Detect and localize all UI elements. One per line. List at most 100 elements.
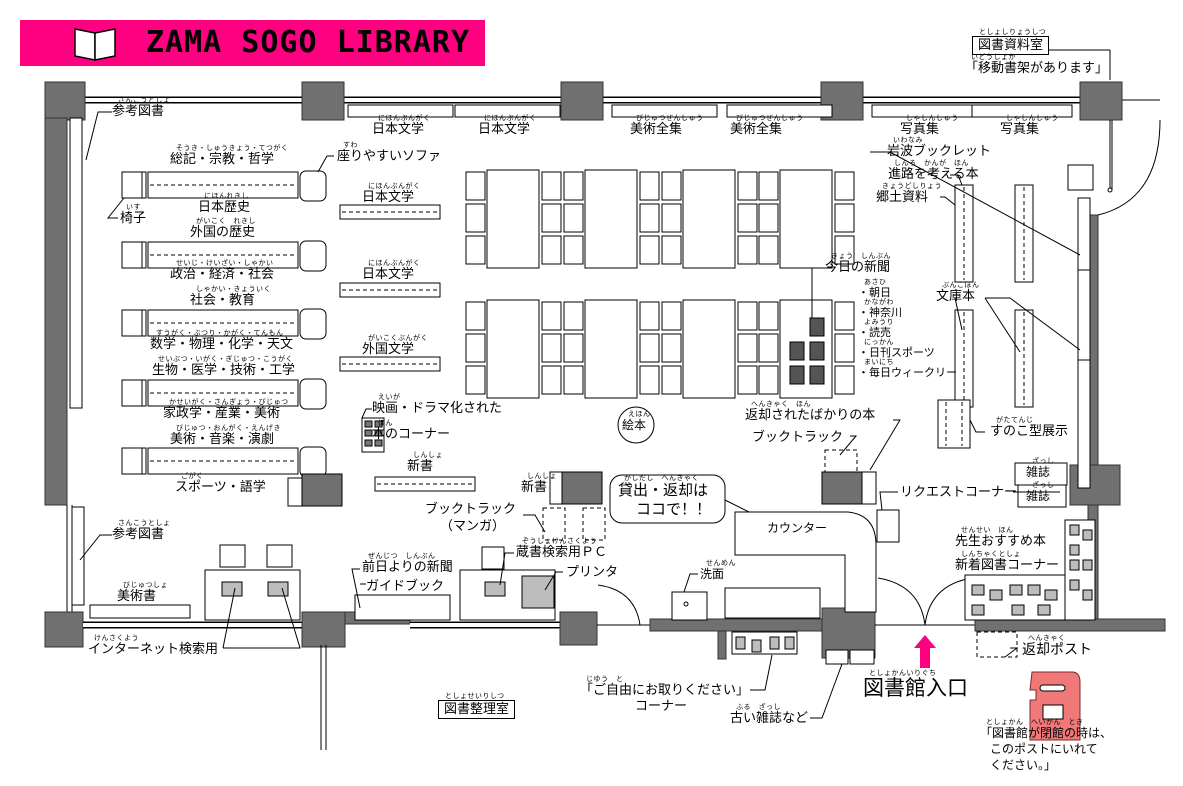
sofa bbox=[299, 308, 327, 340]
chair bbox=[121, 241, 143, 269]
eiga1-label: えいが映画・ドラマ化された bbox=[372, 394, 502, 416]
item bbox=[769, 636, 780, 650]
book bbox=[1069, 524, 1080, 536]
furigana: きょうどしりょう bbox=[882, 182, 942, 190]
chair bbox=[563, 203, 584, 233]
pillar bbox=[1079, 81, 1123, 121]
label-text: 図書整理室 bbox=[444, 702, 510, 717]
book bbox=[1009, 584, 1023, 596]
chair bbox=[639, 301, 660, 331]
open-book-icon bbox=[74, 28, 116, 61]
leader-line bbox=[810, 663, 843, 719]
furigana: さんこうとしょ bbox=[118, 519, 171, 527]
leader-line bbox=[683, 573, 698, 593]
iwanami-label: いわなみ岩波ブックレット bbox=[887, 137, 991, 159]
furigana: しゃかい・きょういく bbox=[196, 285, 271, 293]
label-text: 椅子 bbox=[120, 211, 147, 226]
nb-top1-label: にほんぶんがく日本文学 bbox=[372, 115, 430, 137]
label-text: 絵本 bbox=[622, 418, 647, 432]
furigana: いどうしょか bbox=[971, 53, 1016, 61]
label-text: 貸出・返却は bbox=[618, 481, 709, 499]
bookshelf bbox=[374, 476, 476, 492]
label-text: 「図書館が閉館の時は、 bbox=[980, 726, 1113, 740]
old-magazine-shelf bbox=[825, 649, 849, 665]
chair bbox=[834, 171, 855, 201]
furigana: へんきゃく bbox=[1028, 634, 1066, 642]
chair bbox=[563, 365, 584, 395]
post-label: へんきゃく返却ポスト bbox=[1022, 635, 1092, 658]
leader-line bbox=[869, 419, 901, 471]
sofa-label: すわ座りやすいソファ bbox=[337, 142, 441, 164]
label-text: 今日の新聞 bbox=[825, 260, 891, 275]
bijutsusho-label: びじゅつしょ美術書 bbox=[117, 582, 168, 604]
dvd bbox=[364, 439, 373, 447]
chair bbox=[758, 333, 779, 363]
sh1-label: しゃしんしゅう写真集 bbox=[900, 115, 958, 137]
bookshelf bbox=[1014, 309, 1034, 408]
furigana: にほんぶんがく bbox=[368, 182, 421, 190]
book-truck-manga bbox=[542, 507, 566, 541]
furigana: ごがく bbox=[181, 472, 204, 480]
label-text: 日本文学 bbox=[362, 190, 415, 205]
leader-line bbox=[523, 514, 546, 533]
art-book-shelf bbox=[89, 604, 191, 619]
newspaper bbox=[809, 317, 825, 337]
bijutsu-ongaku-label: びじゅつ・おんがく・えんげき美術・音楽・演劇 bbox=[170, 425, 281, 447]
label-text: 先生おすすめ本 bbox=[955, 534, 1047, 549]
label-text: ・読売 bbox=[858, 326, 891, 339]
chair bbox=[639, 171, 660, 201]
book bbox=[971, 584, 985, 596]
label-text: ココで！！ bbox=[636, 500, 712, 518]
pc-monitor bbox=[221, 581, 243, 597]
title-banner: ZAMA SOGO LIBRARY bbox=[20, 20, 485, 66]
leader-line bbox=[106, 197, 125, 219]
furigana: けんさくよう bbox=[94, 634, 139, 642]
newspaper-item: かながわ・神奈川 bbox=[858, 299, 902, 319]
leader-line bbox=[317, 155, 334, 173]
library-title: ZAMA SOGO LIBRARY bbox=[146, 25, 471, 60]
bt-manga2-label: （マンガ） bbox=[440, 520, 505, 533]
label-text: 日本歴史 bbox=[198, 200, 251, 215]
label-text: ください。」 bbox=[990, 758, 1057, 772]
gojiyu2-label: コーナー bbox=[635, 700, 687, 713]
leader-line bbox=[870, 151, 1081, 256]
counter-label: カウンター bbox=[767, 522, 827, 534]
furigana: せんめん bbox=[706, 559, 736, 567]
chair bbox=[758, 203, 779, 233]
sensei-label: せんせい ほん先生おすすめ本 bbox=[955, 527, 1047, 549]
eiga2-label: ほん本のコーナー bbox=[372, 420, 450, 442]
label-text: ガイドブック bbox=[366, 579, 445, 594]
chair bbox=[563, 171, 584, 201]
pull-cord-end bbox=[1107, 187, 1113, 193]
shinchaku-label: しんちゃくとしょ新着図書コーナー bbox=[955, 551, 1059, 573]
furigana: いわなみ bbox=[893, 136, 923, 144]
reference-shelf bbox=[71, 506, 85, 606]
book bbox=[1069, 579, 1080, 591]
label-text: 美術・音楽・演劇 bbox=[170, 432, 275, 447]
sofa bbox=[299, 378, 327, 410]
gaikoku-rekishi-label: がいこく れきし外国の歴史 bbox=[190, 218, 256, 240]
chair bbox=[465, 301, 486, 331]
furigana: かながわ bbox=[864, 298, 894, 306]
book bbox=[989, 589, 1003, 601]
label-text: 写真集 bbox=[900, 122, 940, 137]
chair bbox=[834, 301, 855, 331]
bookshelf bbox=[339, 356, 441, 372]
label-text: 生物・医学・技術・工学 bbox=[152, 363, 296, 378]
dvd bbox=[374, 439, 383, 447]
furigana: ほん bbox=[378, 419, 393, 427]
reading-table bbox=[486, 299, 540, 399]
furigana: としょかんいりぐち bbox=[869, 669, 937, 677]
post-slot bbox=[1039, 684, 1066, 692]
old-magazine-shelf bbox=[849, 649, 875, 665]
request-box bbox=[876, 509, 900, 543]
label-text: 美術全集 bbox=[730, 122, 783, 137]
gojiyu1-label: じゆう と「ご自由にお取りください」 bbox=[580, 676, 749, 698]
zenjitsu-label: ぜんじつ しんぶん前日よりの新聞 bbox=[362, 553, 453, 575]
chair bbox=[834, 203, 855, 233]
item bbox=[784, 636, 795, 650]
chair bbox=[834, 365, 855, 395]
chair bbox=[465, 365, 486, 395]
label-text: 進路を考える本 bbox=[888, 167, 979, 182]
